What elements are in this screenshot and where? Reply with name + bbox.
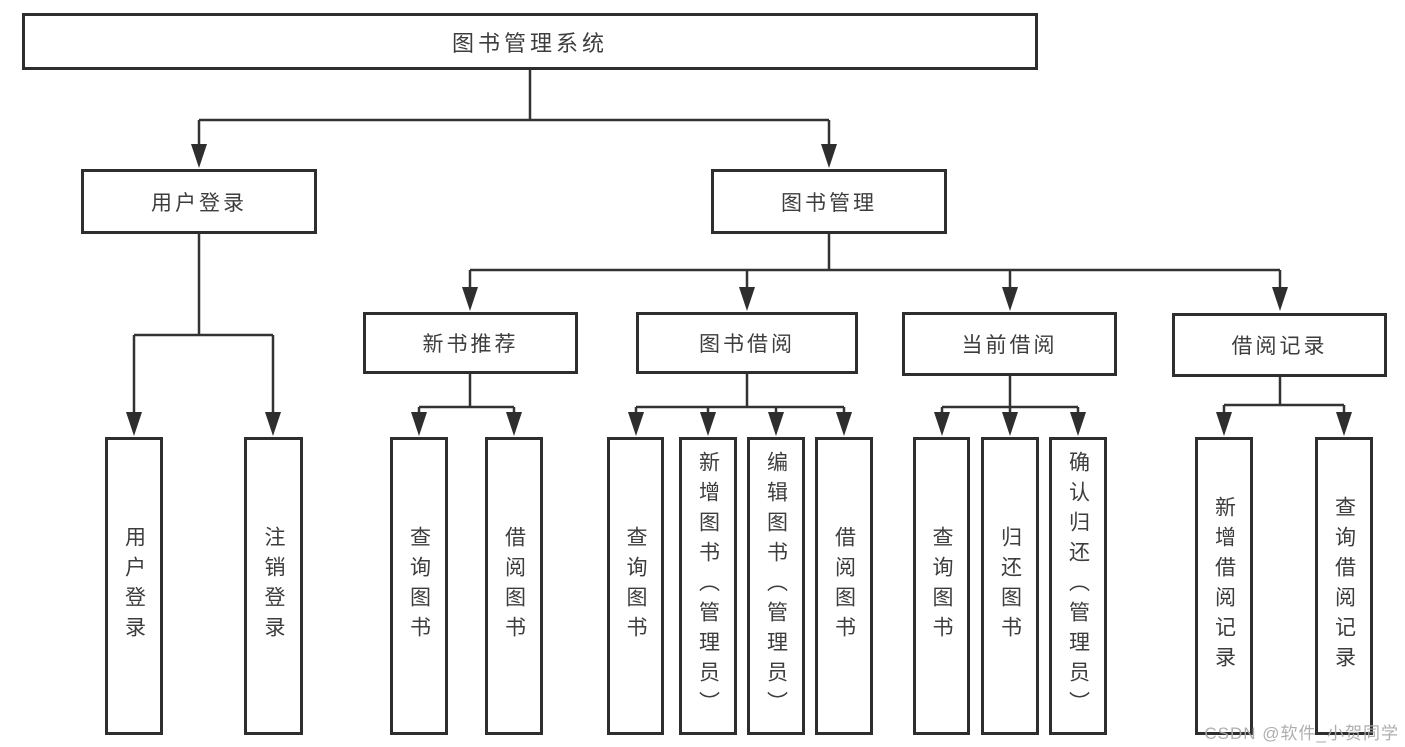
node-label: 当前借阅 bbox=[961, 334, 1058, 357]
node-current-borrowing: 当前借阅 bbox=[902, 312, 1117, 376]
leaf-current-return-books: 归还图书 bbox=[981, 437, 1039, 735]
leaf-newbooks-borrow-books: 借阅图书 bbox=[485, 437, 543, 735]
leaf-label: 查询图书 bbox=[407, 526, 431, 646]
leaf-label: 新增图书（管理员） bbox=[696, 451, 720, 721]
leaf-logout: 注销登录 bbox=[244, 437, 303, 735]
leaf-borrow-edit-books-admin: 编辑图书（管理员） bbox=[747, 437, 805, 735]
leaf-borrow-add-books-admin: 新增图书（管理员） bbox=[679, 437, 737, 735]
node-book-borrowing: 图书借阅 bbox=[636, 312, 858, 374]
node-borrowing-records: 借阅记录 bbox=[1172, 313, 1387, 377]
leaf-records-add-record: 新增借阅记录 bbox=[1195, 437, 1253, 735]
leaf-label: 新增借阅记录 bbox=[1212, 496, 1236, 676]
leaf-label: 注销登录 bbox=[262, 526, 286, 646]
leaf-label: 确认归还（管理员） bbox=[1066, 451, 1090, 721]
node-new-book-recommendation: 新书推荐 bbox=[363, 312, 578, 374]
node-label: 图书管理 bbox=[781, 191, 877, 215]
node-label: 图书借阅 bbox=[699, 333, 795, 356]
leaf-label: 归还图书 bbox=[998, 526, 1022, 646]
node-label: 新书推荐 bbox=[422, 333, 519, 356]
leaf-label: 借阅图书 bbox=[832, 526, 856, 646]
csdn-watermark: CSDN @软件_小贺同学 bbox=[1204, 724, 1399, 743]
leaf-label: 查询借阅记录 bbox=[1332, 496, 1356, 676]
leaf-records-query-record: 查询借阅记录 bbox=[1315, 437, 1373, 735]
leaf-newbooks-query-books: 查询图书 bbox=[390, 437, 448, 735]
node-label: 用户登录 bbox=[151, 191, 247, 215]
leaf-label: 编辑图书（管理员） bbox=[764, 451, 788, 721]
node-user-login: 用户登录 bbox=[81, 169, 317, 234]
leaf-user-login: 用户登录 bbox=[105, 437, 163, 735]
node-label: 图书管理系统 bbox=[451, 30, 608, 56]
leaf-current-confirm-return-admin: 确认归还（管理员） bbox=[1049, 437, 1107, 735]
leaf-current-query-books: 查询图书 bbox=[913, 437, 970, 735]
leaf-label: 查询图书 bbox=[930, 526, 954, 646]
leaf-borrow-query-books: 查询图书 bbox=[607, 437, 664, 735]
leaf-label: 用户登录 bbox=[122, 526, 146, 646]
leaf-label: 查询图书 bbox=[624, 526, 648, 646]
arrowheads bbox=[126, 144, 1352, 436]
leaf-borrow-borrow-books: 借阅图书 bbox=[815, 437, 873, 735]
leaf-label: 借阅图书 bbox=[502, 526, 526, 646]
node-label: 借阅记录 bbox=[1231, 335, 1328, 358]
node-book-management: 图书管理 bbox=[711, 169, 947, 234]
node-library-management-system: 图书管理系统 bbox=[22, 13, 1038, 70]
